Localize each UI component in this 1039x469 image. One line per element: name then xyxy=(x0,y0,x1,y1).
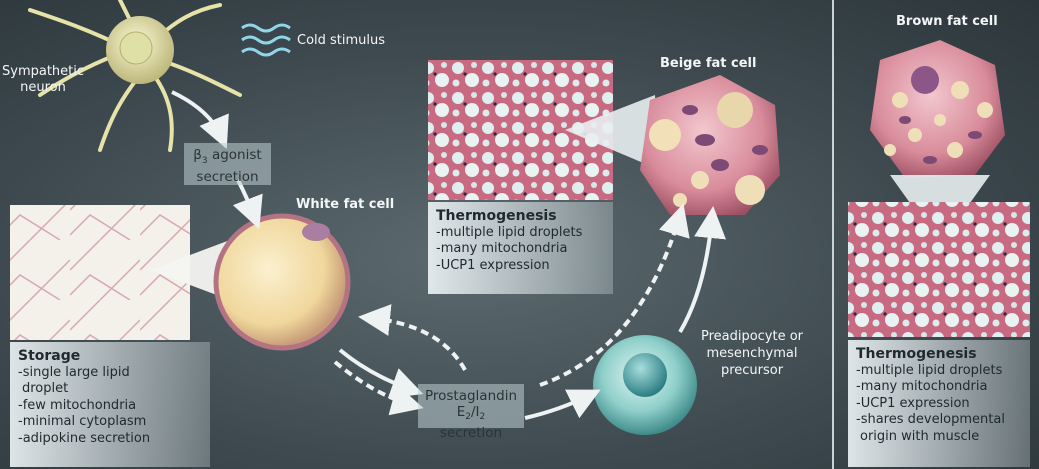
panel-item: droplet xyxy=(22,381,69,396)
brown-tissue-micrograph xyxy=(848,202,1030,337)
prostaglandin-text: Prostaglandin xyxy=(424,388,518,404)
white-callout xyxy=(150,240,230,300)
panel-item: -UCP1 expression xyxy=(856,395,970,411)
panel-item: -minimal cytoplasm xyxy=(18,414,147,429)
i-subscript: 2 xyxy=(479,412,486,422)
agonist-text: agonist xyxy=(207,147,262,163)
panel-item: -multiple lipid droplets xyxy=(856,362,1003,378)
panel-item: -shares developmental xyxy=(856,412,1005,427)
white-fat-cell-label: White fat cell xyxy=(296,197,395,212)
label-line: precursor xyxy=(720,363,784,378)
panel-divider xyxy=(832,0,834,469)
panel-item: -adipokine secretion xyxy=(18,430,151,446)
brown-thermogenesis-panel: Thermogenesis -multiple lipid droplets -… xyxy=(848,340,1030,467)
panel-item: -multiple lipid droplets xyxy=(436,224,583,240)
beige-callout xyxy=(565,95,660,170)
sympathetic-neuron xyxy=(28,0,242,152)
arrow-white-dashed xyxy=(333,360,424,416)
secretion-text: secretion xyxy=(196,169,259,185)
beige-fat-cell-label: Beige fat cell xyxy=(660,56,757,71)
beta-subscript: 3 xyxy=(201,156,208,166)
label-line: mesenchymal xyxy=(706,346,798,361)
arrow-neuron-to-agonist xyxy=(171,90,229,150)
e-subscript: 2 xyxy=(465,412,471,422)
brown-panel-title: Thermogenesis xyxy=(856,346,977,362)
panel-item: -single large lipid xyxy=(18,364,130,380)
beige-panel-title: Thermogenesis xyxy=(436,208,557,224)
beige-fat-cell xyxy=(640,75,780,215)
arrow-precursor-to-beige xyxy=(678,206,726,334)
arrow-prostaglandin-to-beige xyxy=(539,203,690,387)
prostaglandin-box: Prostaglandin E2/I2 secretion xyxy=(418,384,524,441)
panel-item: -many mitochondria xyxy=(856,379,988,394)
cold-stimulus-label: Cold stimulus xyxy=(297,33,386,48)
arrow-white-to-prostaglandin xyxy=(338,348,424,399)
arrow-prostaglandin-to-white xyxy=(358,304,467,371)
storage-panel: Storage -single large lipid droplet -few… xyxy=(10,342,210,467)
label-line: neuron xyxy=(20,80,66,95)
arrows xyxy=(171,90,726,420)
secretion-text: secretion xyxy=(439,425,503,441)
panel-item: origin with muscle xyxy=(860,428,980,444)
beta-symbol: β xyxy=(193,147,202,163)
panel-item: -UCP1 expression xyxy=(436,257,550,273)
e-letter: E xyxy=(456,404,466,420)
beige-thermogenesis-panel: Thermogenesis -multiple lipid droplets -… xyxy=(428,202,613,294)
white-fat-cell xyxy=(213,213,351,351)
sympathetic-neuron-label: Sympathetic neuron xyxy=(2,64,84,96)
i-letter: /I xyxy=(471,404,480,420)
brown-fat-cell xyxy=(870,40,1005,178)
storage-title: Storage xyxy=(18,348,81,364)
panel-item: -few mitochondria xyxy=(18,397,137,413)
brown-fat-cell-label: Brown fat cell xyxy=(896,14,998,29)
label-line: Sympathetic xyxy=(2,64,85,79)
arrow-prostaglandin-to-precursor xyxy=(524,389,601,420)
beta-agonist-box: β3 agonist secretion xyxy=(184,143,271,185)
label-line: Preadipocyte or xyxy=(700,329,804,344)
preadipocyte-label: Preadipocyte or mesenchymal precursor xyxy=(700,328,804,379)
arrow-agonist-to-white xyxy=(232,179,263,230)
cold-stimulus-icon xyxy=(241,23,291,57)
panel-item: -many mitochondria xyxy=(436,241,568,256)
preadipocyte-cell xyxy=(593,335,697,435)
